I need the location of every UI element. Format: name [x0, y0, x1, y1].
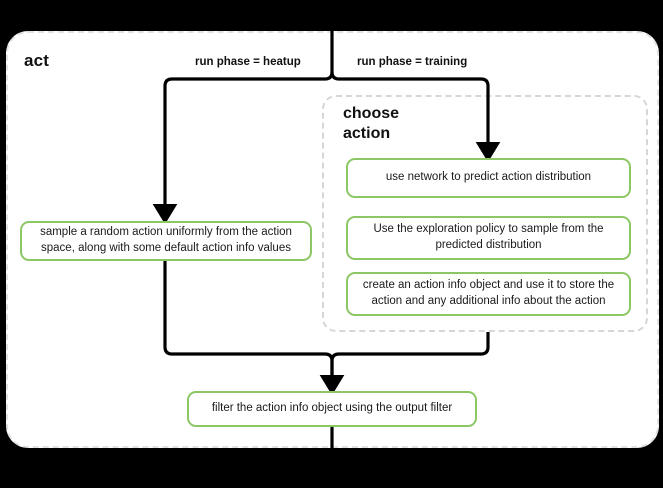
choose-action-block-title: choose action: [343, 104, 463, 143]
choose-action-title-line-1: choose: [343, 105, 400, 122]
node-create-action-info[interactable]: create an action info object and use it …: [346, 272, 631, 316]
node-exploration-policy-sample[interactable]: Use the exploration policy to sample fro…: [346, 216, 631, 260]
choose-action-title-line-2: action: [343, 124, 391, 142]
edge-label-training: run phase = training: [354, 56, 471, 68]
node-use-network-predict[interactable]: use network to predict action distributi…: [346, 158, 631, 198]
node-sample-random-action[interactable]: sample a random action uniformly from th…: [20, 221, 312, 261]
act-block-title: act: [24, 51, 50, 70]
edge-label-heatup: run phase = heatup: [192, 56, 304, 68]
node-filter-action-info[interactable]: filter the action info object using the …: [187, 391, 477, 427]
